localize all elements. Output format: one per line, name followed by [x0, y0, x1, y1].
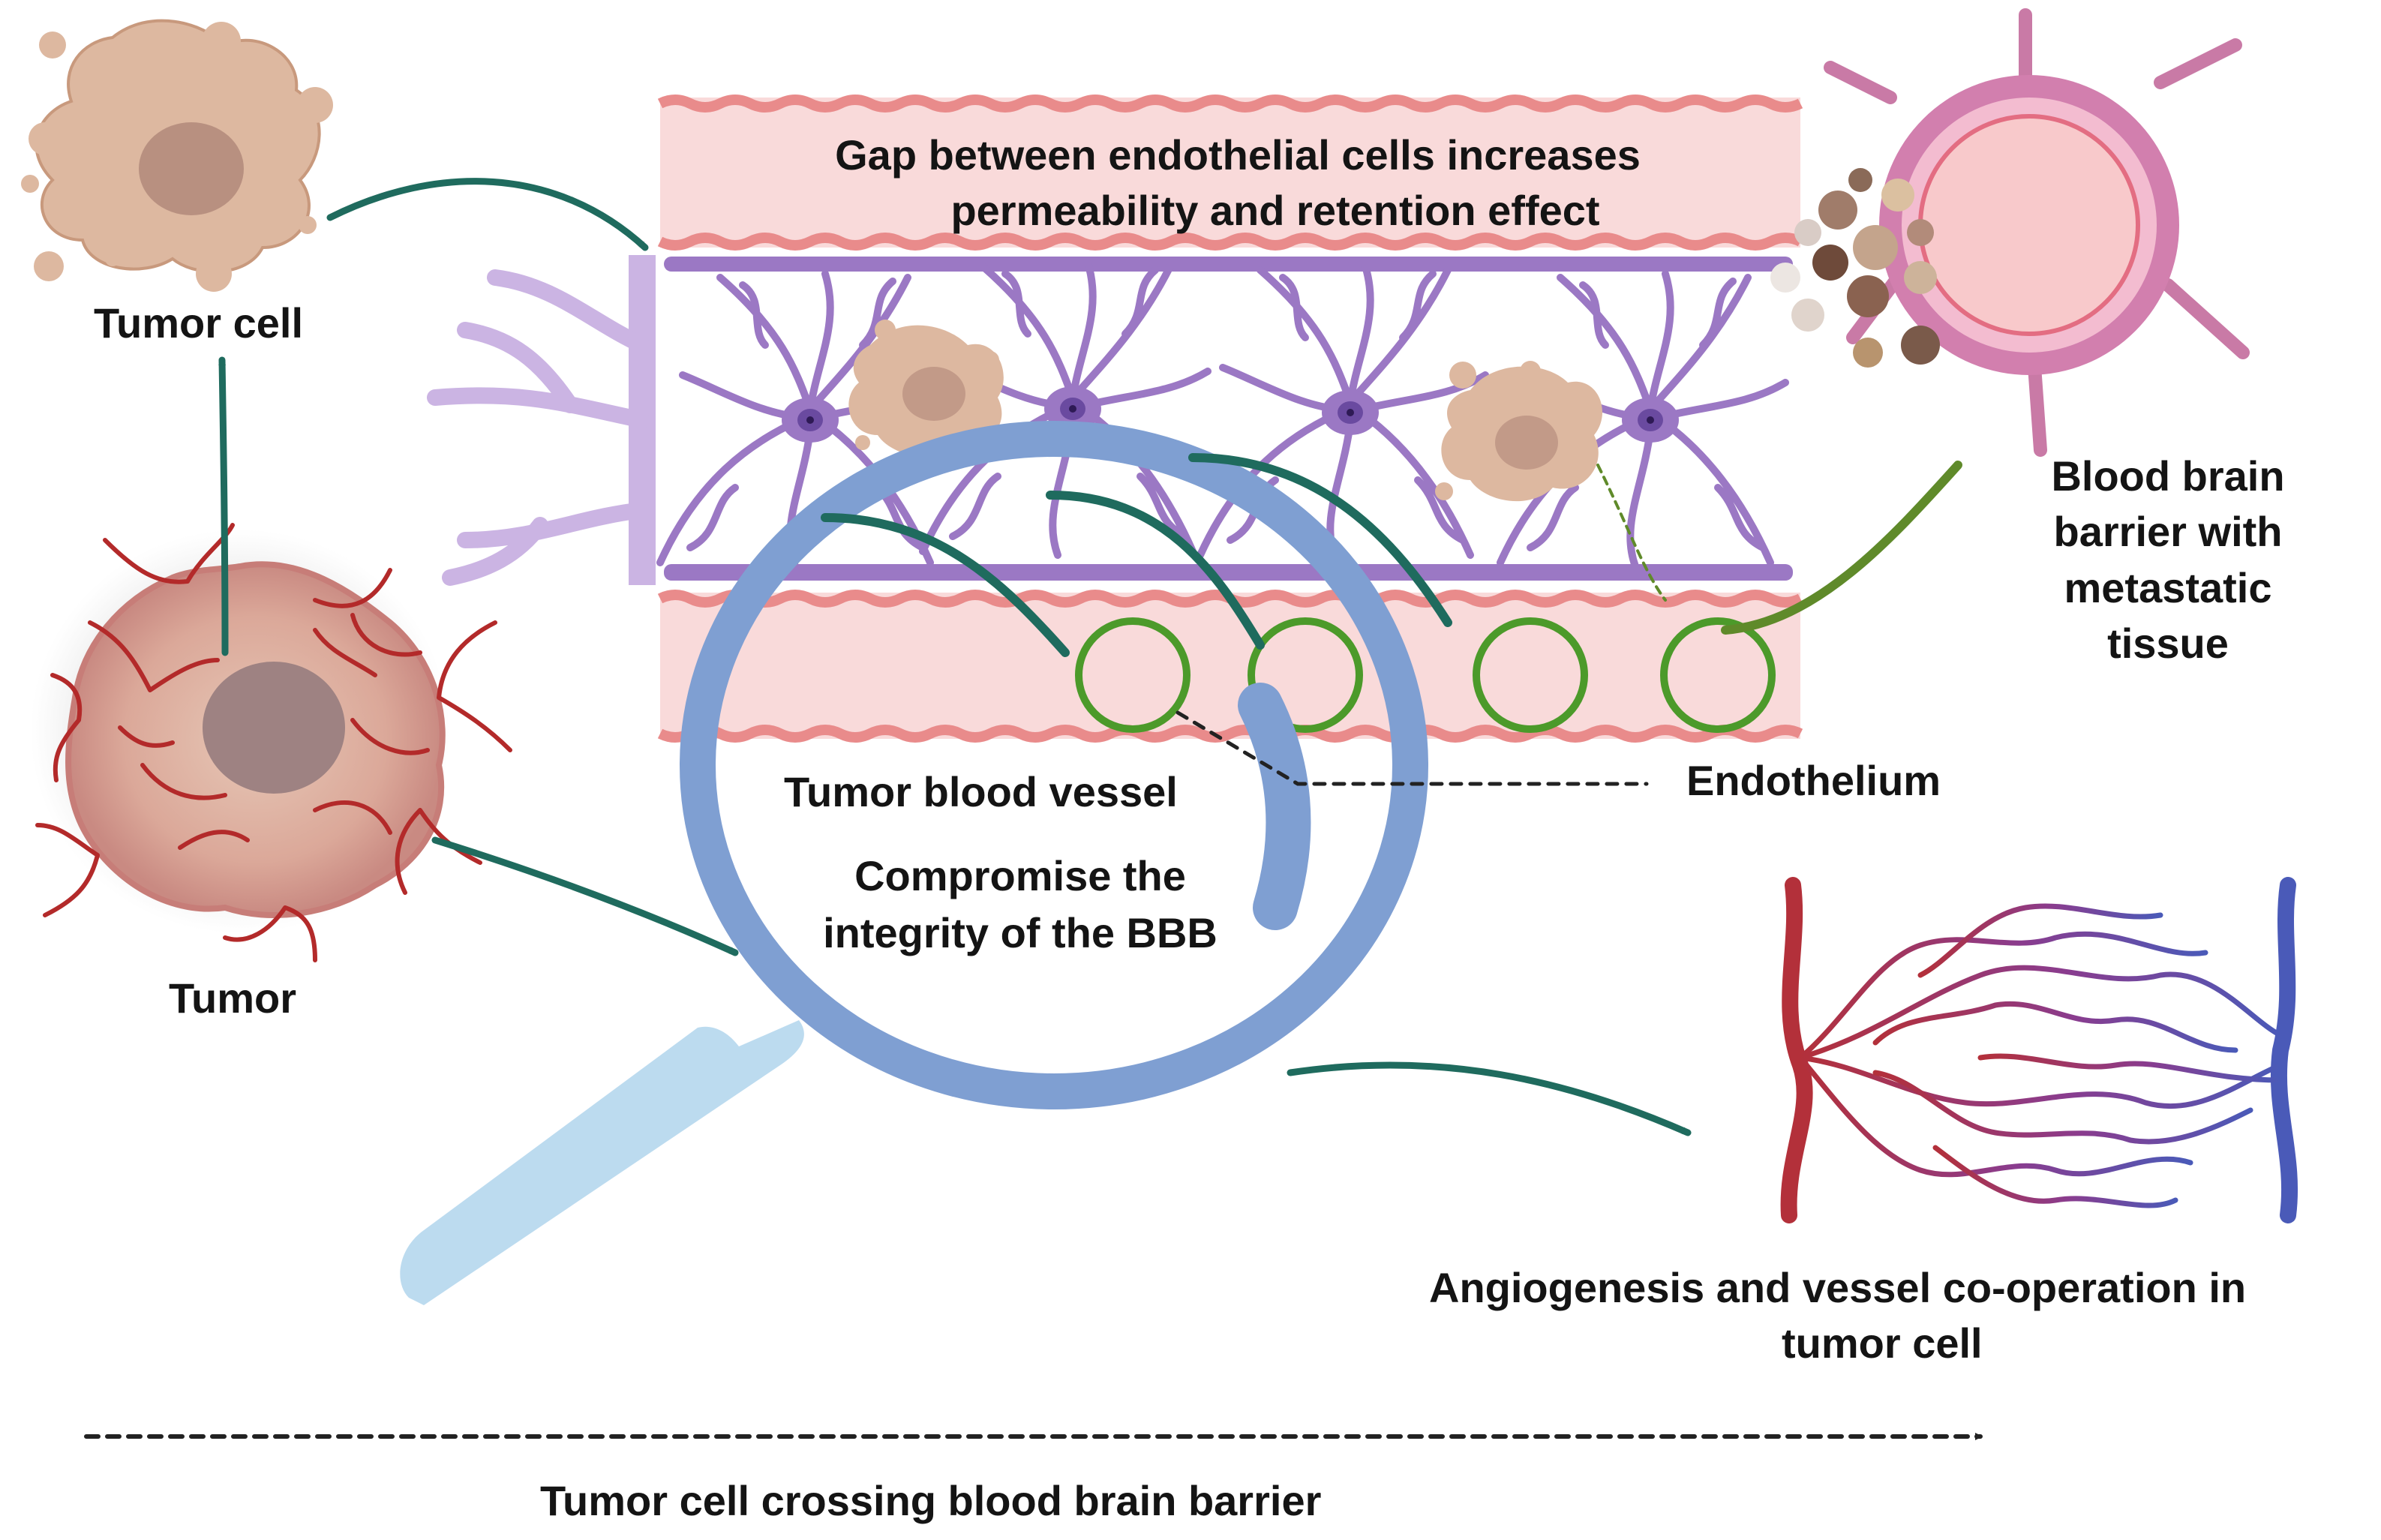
bbb-metastatic-illustration — [1770, 8, 2250, 457]
bbb-line-2: barrier with — [2053, 508, 2283, 556]
bbb-line-4: tissue — [2107, 620, 2229, 668]
gap-line-2: permeability and retention effect — [950, 186, 1600, 234]
label-angiogenesis: Angiogenesis and vessel co-operation in … — [1429, 1260, 2246, 1371]
leader-endothelium — [1175, 710, 1649, 786]
gap-line-1: Gap between endothelial cells increases — [835, 131, 1641, 179]
angio-line-2: tumor cell — [1782, 1319, 1983, 1367]
label-compromise-bbb: Compromise the integrity of the BBB — [758, 848, 1283, 961]
arrow-to-bbb-metastatic — [1721, 461, 1962, 635]
label-bbb-metastatic: Blood brain barrier with metastatic tiss… — [1995, 449, 2340, 672]
bbb-line-1: Blood brain — [2051, 452, 2285, 500]
label-endothelium: Endothelium — [1686, 757, 1941, 804]
label-tumor-blood-vessel: Tumor blood vessel — [784, 768, 1178, 815]
arrow-into-endothelium-3 — [1188, 453, 1452, 627]
arrow-magnifier-to-angiogenesis — [1287, 1061, 1692, 1136]
compromise-line-2: integrity of the BBB — [823, 908, 1218, 956]
tumor-cell-illustration — [21, 19, 333, 292]
flow-arrows — [84, 178, 1983, 1440]
label-gap-permeability: Gap between endothelial cells increases … — [720, 128, 1755, 239]
angiogenesis-illustration — [1780, 877, 2298, 1223]
arrow-tumor-to-magnifier — [431, 836, 739, 956]
label-tumor-cell: Tumor cell — [94, 299, 304, 347]
arrow-tumor-cell-to-vessel — [326, 178, 649, 251]
magnifier-illustration — [400, 421, 1428, 1305]
bbb-vessel-panel — [427, 95, 1803, 743]
label-bottom-caption: Tumor cell crossing blood brain barrier — [540, 1477, 1322, 1524]
bbb-line-3: metastatic — [2064, 563, 2272, 611]
label-tumor: Tumor — [169, 974, 297, 1022]
arrow-into-endothelium-1 — [821, 513, 1070, 657]
arrow-into-endothelium-2 — [1046, 491, 1265, 650]
tumor-illustration — [30, 523, 512, 962]
arrow-tumor-to-tumor-cell — [218, 356, 229, 656]
angio-line-1: Angiogenesis and vessel co-operation in — [1429, 1264, 2247, 1311]
compromise-line-1: Compromise the — [854, 852, 1186, 899]
leader-metastatic — [1596, 464, 1667, 602]
